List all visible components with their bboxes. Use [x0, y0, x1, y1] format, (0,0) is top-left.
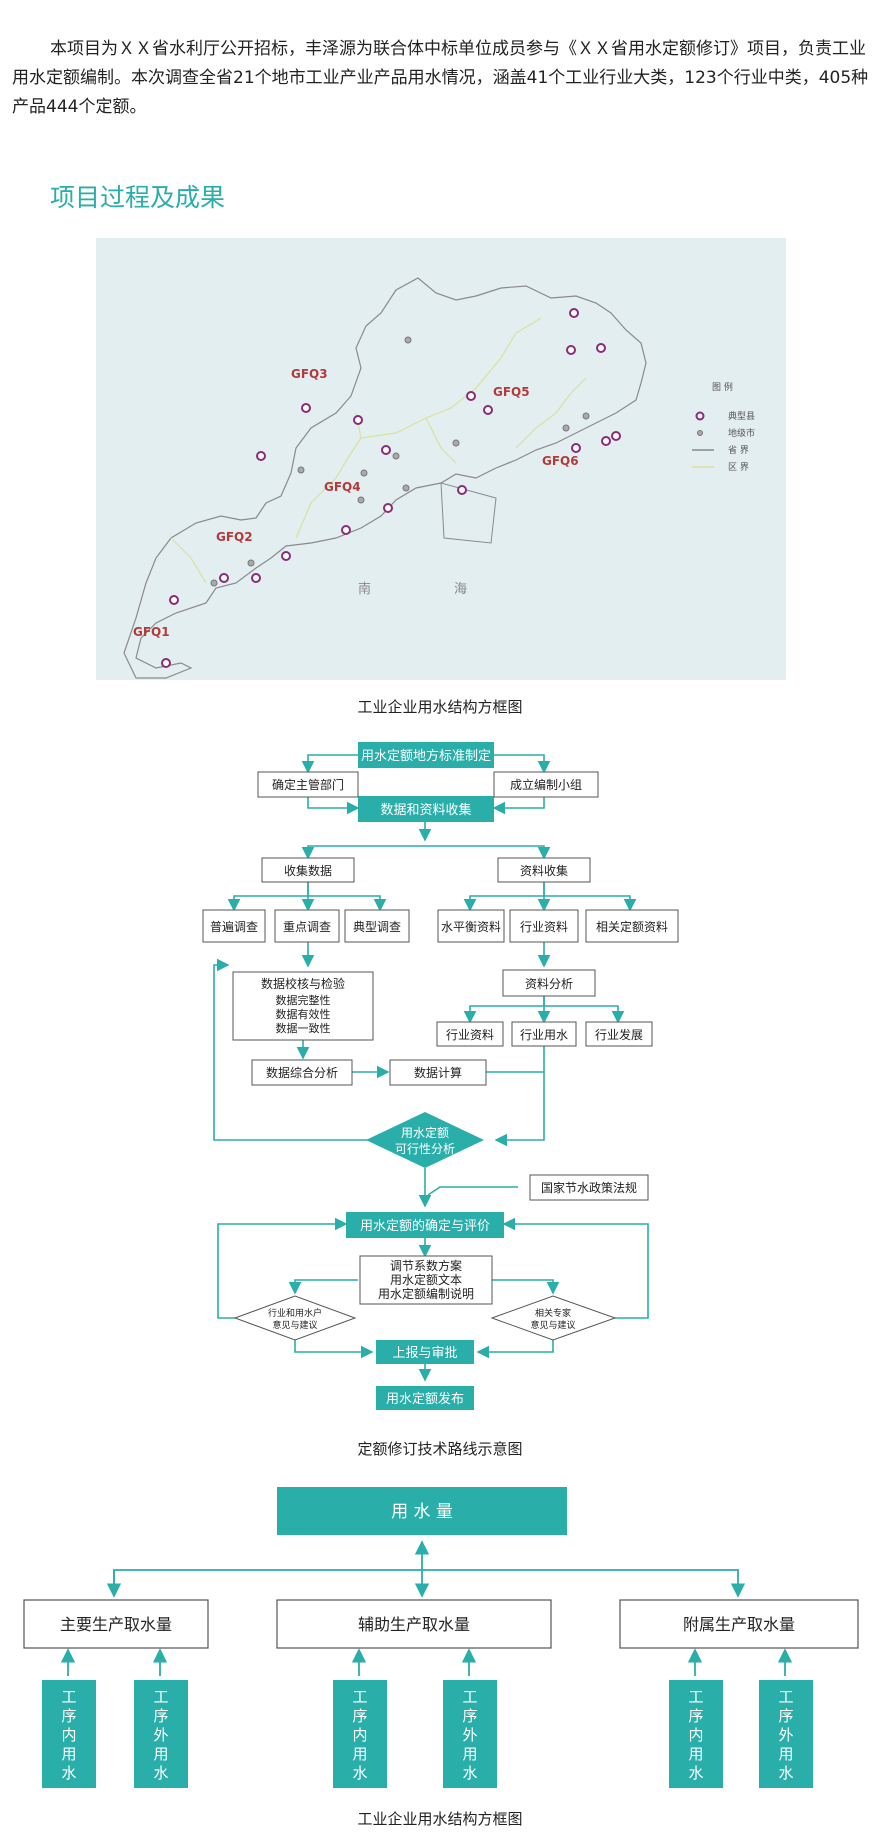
figure-caption: 工业企业用水结构方框图 [357, 1810, 523, 1828]
province-map: GFQ1 GFQ2 GFQ3 GFQ4 GFQ5 GFQ6 南 海 图 例 典型… [96, 238, 786, 680]
flow-node-label: 数据一致性 [276, 1021, 331, 1035]
flow-node-label: 普遍调查 [210, 920, 258, 934]
flow-node-label: 相关定额资料 [596, 919, 668, 934]
flow-node-label: 重点调查 [283, 920, 331, 934]
flow-node-label: 成立编制小组 [510, 777, 582, 792]
water-top-box [277, 1487, 567, 1535]
water-sub-label: 工序外用水 [778, 1688, 793, 1782]
water-sub-label: 工序内用水 [61, 1688, 76, 1782]
figure-caption: 定额修订技术路线示意图 [357, 1440, 523, 1458]
flow-node-label: 用水定额地方标准制定 [361, 748, 491, 764]
water-sub-label: 工序外用水 [462, 1688, 477, 1782]
legend-title: 图 例 [712, 381, 733, 393]
flow-node-label: 数据计算 [414, 1065, 462, 1080]
flow-node-label: 行业资料 [520, 920, 568, 934]
legend-item: 地级市 [728, 427, 755, 439]
region-label: GFQ1 [133, 625, 170, 639]
flow-node-label: 数据校核与检验 [261, 976, 345, 991]
flow-node-label: 资料收集 [520, 863, 568, 878]
flow-chart: 用水定额地方标准制定 数据和资料收集 用水定额的确定与评价 上报与审批 用水定额… [202, 742, 679, 1410]
flow-node-label: 行业用水 [520, 1028, 568, 1042]
flow-node-label: 相关专家 [535, 1307, 571, 1319]
flow-node-label: 典型调查 [353, 920, 401, 934]
flow-node-label: 确定主管部门 [272, 777, 344, 792]
flow-node-label: 意见与建议 [530, 1319, 575, 1331]
sea-label: 海 [454, 582, 467, 597]
water-group-label: 辅助生产取水量 [358, 1615, 470, 1634]
water-sub-label: 工序内用水 [352, 1688, 367, 1782]
flow-node-label: 可行性分析 [395, 1142, 455, 1156]
flow-node-label: 数据综合分析 [266, 1065, 338, 1080]
flow-node-label: 收集数据 [284, 863, 332, 878]
flow-node-label: 数据完整性 [276, 993, 331, 1007]
region-label: GFQ3 [291, 367, 328, 381]
flow-node-label: 数据有效性 [276, 1007, 331, 1021]
flow-node-label: 用水定额文本 [390, 1272, 462, 1287]
flow-node-label: 行业和用水户 [268, 1307, 322, 1319]
flow-node-label: 意见与建议 [272, 1319, 317, 1331]
flow-node-label: 调节系数方案 [390, 1258, 462, 1273]
legend-item: 省 界 [728, 444, 749, 456]
flow-node-label: 行业发展 [595, 1027, 643, 1042]
water-group-label: 附属生产取水量 [683, 1615, 795, 1634]
flow-node-label: 用水定额 [401, 1125, 449, 1140]
water-group-label: 主要生产取水量 [60, 1615, 172, 1634]
intro-text: 本项目为ＸＸ省水利厅公开招标，丰泽源为联合体中标单位成员参与《ＸＸ省用水定额修订… [12, 35, 872, 122]
water-top-label: 用 水 量 [391, 1502, 453, 1522]
flow-node-label: 国家节水政策法规 [541, 1180, 637, 1195]
flow-node-label: 行业资料 [446, 1028, 494, 1042]
water-sub-label: 工序内用水 [688, 1688, 703, 1782]
region-label: GFQ2 [216, 530, 253, 544]
flow-node-label: 用水定额发布 [386, 1391, 464, 1407]
legend-item: 典型县 [728, 410, 755, 422]
flow-node-label: 资料分析 [525, 977, 573, 991]
region-label: GFQ4 [324, 480, 361, 494]
intro-paragraph: 本项目为ＸＸ省水利厅公开招标，丰泽源为联合体中标单位成员参与《ＸＸ省用水定额修订… [12, 39, 869, 117]
flow-node [358, 742, 494, 768]
flow-node-label: 用水定额编制说明 [378, 1286, 474, 1301]
flow-node-label: 水平衡资料 [441, 920, 501, 934]
flow-node-label: 上报与审批 [392, 1346, 457, 1361]
legend-item: 区 界 [728, 462, 749, 473]
region-label: GFQ5 [493, 385, 530, 399]
water-structure-diagram: 用 水 量 主要生产取水量 辅助生产取水量 附属生产取水量 工序内用水 工序外用水… [23, 1487, 859, 1788]
region-label: GFQ6 [542, 454, 579, 468]
water-sub-label: 工序外用水 [153, 1688, 168, 1782]
flow-node-label: 用水定额的确定与评价 [360, 1218, 490, 1234]
flow-node-label: 数据和资料收集 [380, 802, 471, 818]
figure-caption: 工业企业用水结构方框图 [357, 698, 523, 716]
sea-label: 南 [358, 581, 371, 597]
section-title: 项目过程及成果 [50, 183, 226, 212]
